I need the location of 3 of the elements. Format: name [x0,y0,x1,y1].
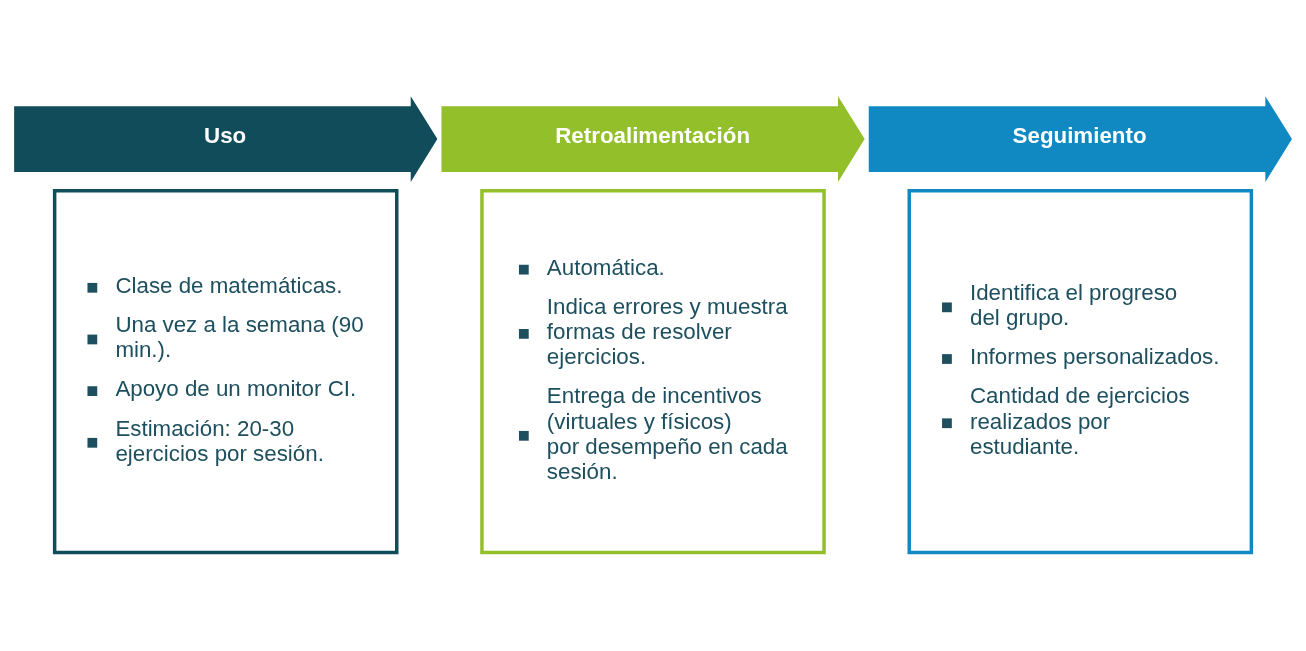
node-box: Automática. Indica errores y muestra formas de resolver ejercicios. Entrega de incentivos (virtuales y físicos) por desempeño en cada sesión. [480,189,826,555]
node-box: Clase de matemáticas. Una vez a la semana (90 min.). Apoyo de un monitor CI. Estimación: 20-30 ejercicios por sesión. [52,189,399,555]
node-box: Identifica el progreso del grupo. Informes personalizados. Cantidad de ejercicios realizados por estudiante. [907,189,1254,555]
